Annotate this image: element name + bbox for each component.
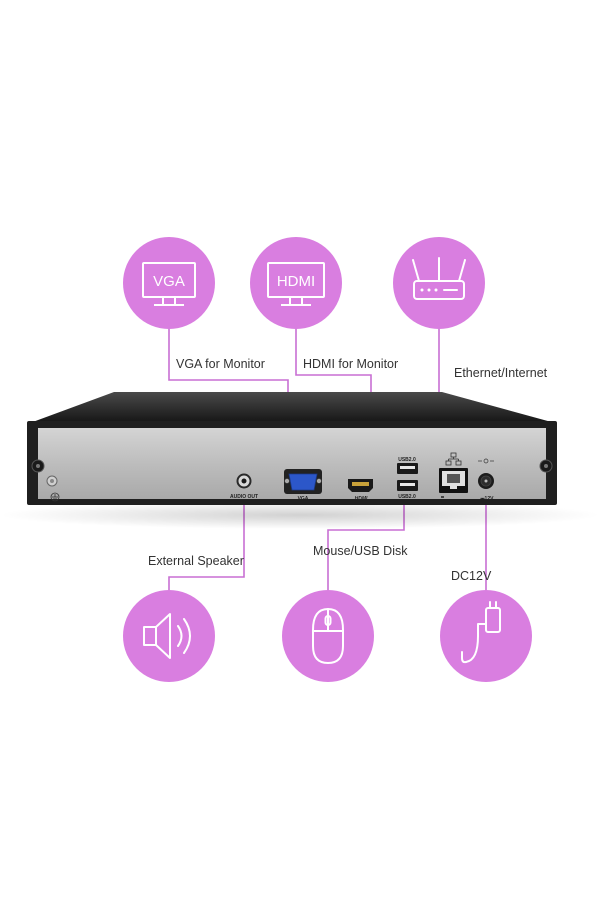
- monitor-icon: [267, 262, 325, 306]
- chassis-top: [30, 392, 555, 423]
- router-icon: [412, 257, 466, 300]
- usb-bottom-label: USB2.0: [398, 494, 416, 500]
- network-symbol-icon: [445, 452, 462, 466]
- dc-label: ⎓12V: [481, 496, 495, 502]
- hdmi-port: [348, 479, 373, 492]
- nvr-device: AUDIO OUT VGA HDMI USB2.0 USB2.0: [27, 392, 557, 505]
- dc-power-port: [478, 473, 494, 489]
- ethernet-router-circle: [393, 237, 485, 329]
- audio-out-label: AUDIO OUT: [230, 494, 258, 500]
- power-adapter-icon: [461, 601, 501, 664]
- usb-port-bottom: [397, 480, 418, 491]
- audio-out-port: [236, 473, 252, 489]
- hdmi-monitor-circle: HDMI: [250, 237, 342, 329]
- mouse-icon: [312, 607, 344, 665]
- hdmi-label: HDMI: [355, 496, 368, 502]
- label-dc: DC12V: [451, 569, 492, 583]
- label-hdmi: HDMI for Monitor: [303, 357, 398, 371]
- ethernet-port: [439, 468, 468, 498]
- usb-top-label: USB2.0: [398, 457, 416, 463]
- ground-terminal: [46, 475, 60, 502]
- speaker-icon: [143, 613, 191, 659]
- usb-port-top: [397, 463, 418, 474]
- label-vga: VGA for Monitor: [176, 357, 265, 371]
- speaker-circle: [123, 590, 215, 682]
- label-usb: Mouse/USB Disk: [313, 544, 408, 558]
- screw-right: [539, 459, 553, 473]
- monitor-icon: [142, 262, 196, 306]
- screw-left: [31, 459, 45, 473]
- power-adapter-circle: [440, 590, 532, 682]
- label-speaker: External Speaker: [148, 554, 244, 568]
- vga-monitor-circle: VGA: [123, 237, 215, 329]
- mouse-circle: [282, 590, 374, 682]
- vga-port: [284, 469, 322, 494]
- label-ethernet: Ethernet/Internet: [454, 366, 548, 380]
- vga-label: VGA: [298, 496, 309, 502]
- hdmi-icon-text: HDMI: [277, 273, 315, 290]
- vga-icon-text: VGA: [153, 273, 185, 290]
- dc-polarity-icon: [478, 458, 494, 464]
- line-speaker: [168, 500, 245, 590]
